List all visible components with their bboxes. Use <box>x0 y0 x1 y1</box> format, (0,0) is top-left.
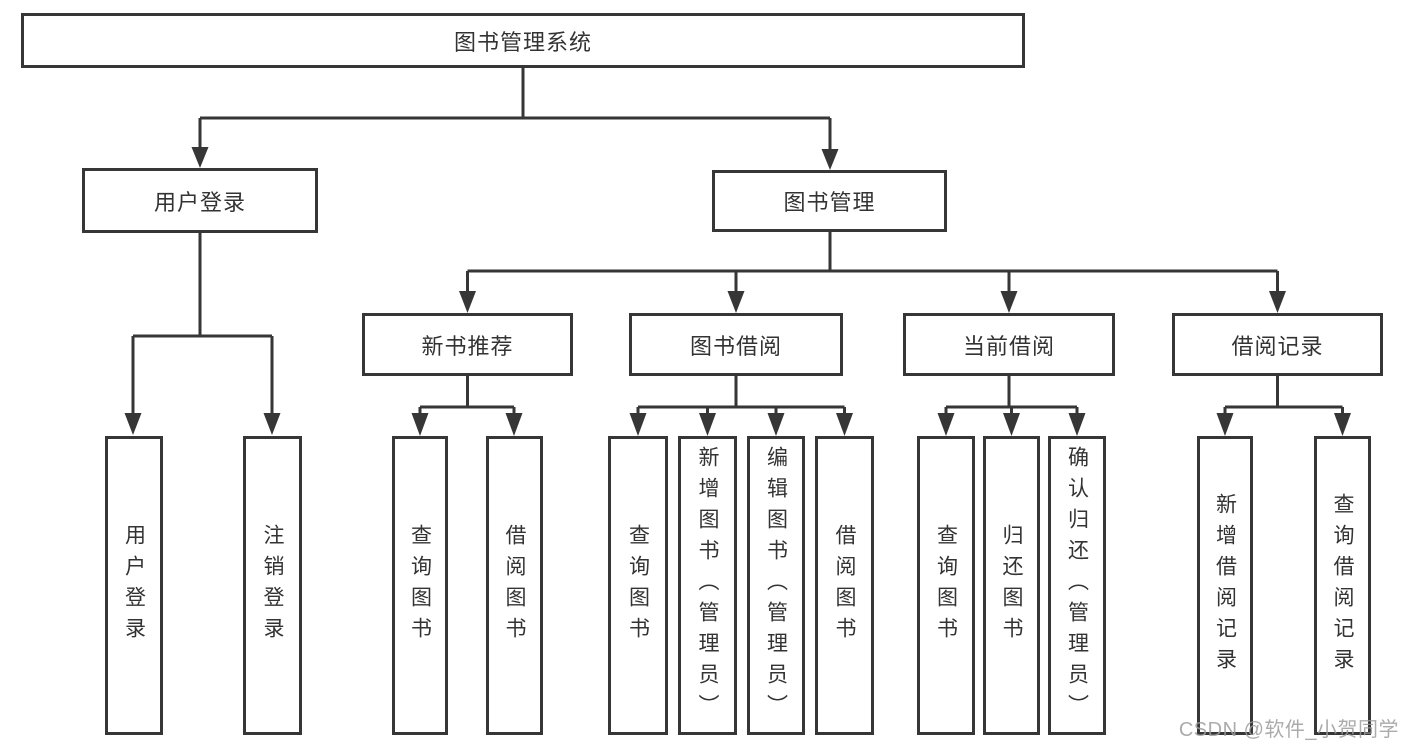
node-borrowing-records: 借阅记录 <box>1172 313 1383 376</box>
node-current-borrowing: 当前借阅 <box>903 313 1115 376</box>
leaf-current-return-books: 归还图书 <box>983 436 1040 735</box>
edge-book-mgmt-to-level3 <box>466 232 1279 294</box>
leaf-logout: 注销登录 <box>243 436 302 735</box>
arrowhead <box>937 413 955 436</box>
edge-root-to-level2 <box>198 68 832 152</box>
arrowhead <box>767 413 785 436</box>
arrowhead <box>191 147 209 168</box>
arrowhead <box>629 413 647 436</box>
arrowhead <box>836 413 853 436</box>
leaf-borrowing-borrow-books: 借阅图书 <box>815 436 874 735</box>
leaf-borrowing-query-books: 查询图书 <box>608 436 668 735</box>
edge-new-book-to-leaves <box>418 376 516 416</box>
edge-book-borrowing-to-leaves <box>636 376 846 416</box>
arrowhead <box>459 291 476 313</box>
node-user-login: 用户登录 <box>82 168 318 233</box>
arrowhead <box>1269 291 1286 313</box>
arrowhead <box>699 413 716 436</box>
leaf-newrec-borrow-books: 借阅图书 <box>486 436 543 735</box>
leaf-current-query-books: 查询图书 <box>917 436 975 735</box>
arrowhead <box>1068 413 1086 436</box>
edge-borrow-records-to-leaves <box>1223 376 1344 416</box>
csdn-watermark: CSDN @软件_小贺同学 <box>1178 719 1399 741</box>
leaf-current-confirm-return-admin: 确认归还（管理员） <box>1048 436 1106 735</box>
leaf-borrowing-add-books-admin: 新增图书（管理员） <box>678 436 737 735</box>
arrowhead <box>1216 413 1234 436</box>
leaf-newrec-query-books: 查询图书 <box>392 436 448 735</box>
leaf-records-add-record: 新增借阅记录 <box>1197 436 1253 735</box>
arrowhead <box>263 413 281 435</box>
arrowhead <box>505 413 523 436</box>
node-root-library-system: 图书管理系统 <box>21 13 1025 68</box>
arrowhead <box>411 413 429 436</box>
leaf-records-query-record: 查询借阅记录 <box>1314 436 1371 735</box>
leaf-user-login: 用户登录 <box>105 436 163 735</box>
arrowhead <box>821 149 839 170</box>
arrowhead <box>1334 413 1351 436</box>
edge-current-borrowing-to-leaves <box>944 376 1079 416</box>
arrowhead <box>727 291 745 313</box>
arrowhead <box>1000 291 1018 313</box>
arrowhead <box>1003 413 1020 436</box>
node-book-management: 图书管理 <box>712 170 947 232</box>
leaf-borrowing-edit-books-admin: 编辑图书（管理员） <box>747 436 805 735</box>
node-book-borrowing: 图书借阅 <box>629 313 843 376</box>
edge-user-login-to-leaves <box>131 233 274 414</box>
node-new-book-recommend: 新书推荐 <box>362 313 573 376</box>
arrowhead <box>124 413 142 435</box>
